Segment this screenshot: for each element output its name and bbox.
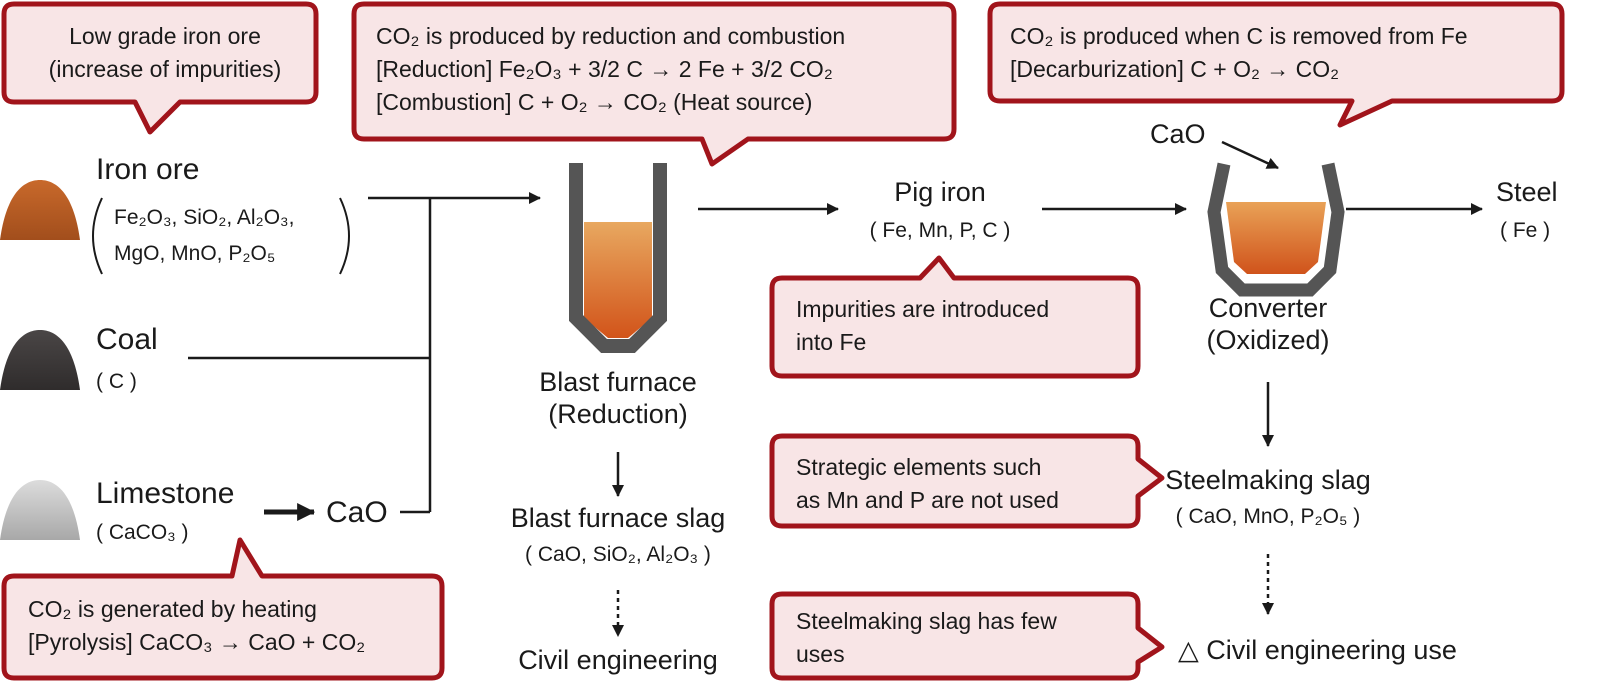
callout-decarburization-line-1: CO₂ is produced when C is removed from F… [1010,23,1468,49]
converter-label-line-2: (Oxidized) [1206,325,1330,356]
triangle-icon: △ [1178,635,1199,665]
coal-label: Coal [96,323,158,356]
callout-reduction-line-3: [Combustion] C + O₂ → CO₂ (Heat source) [376,89,813,115]
callout-pyrolysis-line-1: CO₂ is generated by heating [28,596,317,622]
blast-slag-label: Blast furnace slag [510,503,726,533]
blast-furnace-wall [569,163,667,353]
blast-furnace-molten [584,222,652,338]
callout-reduction-line-2: [Reduction] Fe₂O₃ + 3/2 C → 2 Fe + 3/2 C… [376,56,833,82]
limestone-formula: ( CaCO₃ ) [96,521,189,544]
blast-furnace-label-line-2: (Reduction) [548,399,688,430]
callout-strategic-line-2: as Mn and P are not used [796,487,1059,513]
steel-label: Steel [1496,177,1558,207]
callout-few-uses: Steelmaking slag has few uses [796,605,1057,671]
callout-impurities: Impurities are introduced into Fe [796,293,1049,359]
steel-formula: ( Fe ) [1500,219,1551,242]
iron-ore-formula-line-2: MgO, MnO, P₂O₅ [114,242,276,265]
cao-left-label: CaO [326,496,388,529]
iron-ore-paren-right [339,197,350,275]
callout-low-grade-line-1: Low grade iron ore [69,23,261,49]
limestone-icon [0,480,80,540]
callout-pyrolysis-box [1,537,445,681]
callout-decarburization: CO₂ is produced when C is removed from F… [1010,20,1468,86]
blast-slag-formula: ( CaO, SiO₂, Al₂O₃ ) [525,543,711,566]
callout-impurities-line-1: Impurities are introduced [796,296,1050,322]
iron-ore-formula-line-1: Fe₂O₃, SiO₂, Al₂O₃, [114,206,295,229]
callout-strategic-box [769,433,1165,529]
blast-furnace-label-line-1: Blast furnace [539,367,697,397]
callout-decarburization-line-2: [Decarburization] C + O₂ → CO₂ [1010,56,1340,82]
callout-impurities-box [769,255,1141,379]
callout-low-grade-box [1,1,319,135]
callout-few-uses-box [769,591,1165,681]
callout-reduction-line-1: CO₂ is produced by reduction and combust… [376,23,846,49]
civil-engineering-left: Civil engineering [518,645,718,675]
limestone-label: Limestone [96,477,235,510]
callout-impurities-line-2: into Fe [796,329,867,355]
callout-low-grade-line-2: (increase of impurities) [48,56,282,82]
callout-low-grade: Low grade iron ore (increase of impuriti… [20,20,310,86]
callout-reduction: CO₂ is produced by reduction and combust… [376,20,845,119]
pig-iron-formula: ( Fe, Mn, P, C ) [869,219,1011,242]
coal-formula: ( C ) [96,370,137,393]
civil-engineering-use-label: Civil engineering use [1206,635,1457,665]
callout-few-uses-line-2: uses [796,641,845,667]
callout-few-uses-line-1: Steelmaking slag has few [796,608,1057,634]
callout-pyrolysis: CO₂ is generated by heating [Pyrolysis] … [28,593,365,659]
callout-strategic-line-1: Strategic elements such [796,454,1042,480]
cao-top-label: CaO [1150,119,1206,149]
converter-wall [1207,162,1345,297]
iron-ore-icon [0,180,80,240]
converter-label: Converter (Oxidized) [1148,292,1388,357]
steelmaking-slag-label: Steelmaking slag [1165,465,1371,495]
iron-ore-label: Iron ore [96,153,200,186]
blast-furnace-label: Blast furnace (Reduction) [478,366,758,431]
civil-engineering-use: △ Civil engineering use [1178,634,1457,666]
pig-iron-label: Pig iron [894,177,986,207]
callout-decarburization-box [987,1,1565,128]
converter-label-line-1: Converter [1208,293,1328,323]
cao-to-converter-arrow [1221,140,1279,170]
callout-pyrolysis-line-2: [Pyrolysis] CaCO₃ → CaO + CO₂ [28,629,366,655]
callout-reduction-box [351,1,957,167]
callout-strategic: Strategic elements such as Mn and P are … [796,451,1059,517]
steelmaking-slag-formula: ( CaO, MnO, P₂O₅ ) [1175,505,1361,528]
iron-ore-paren-left [92,197,103,275]
converter-molten [1226,202,1326,274]
coal-icon [0,330,80,390]
